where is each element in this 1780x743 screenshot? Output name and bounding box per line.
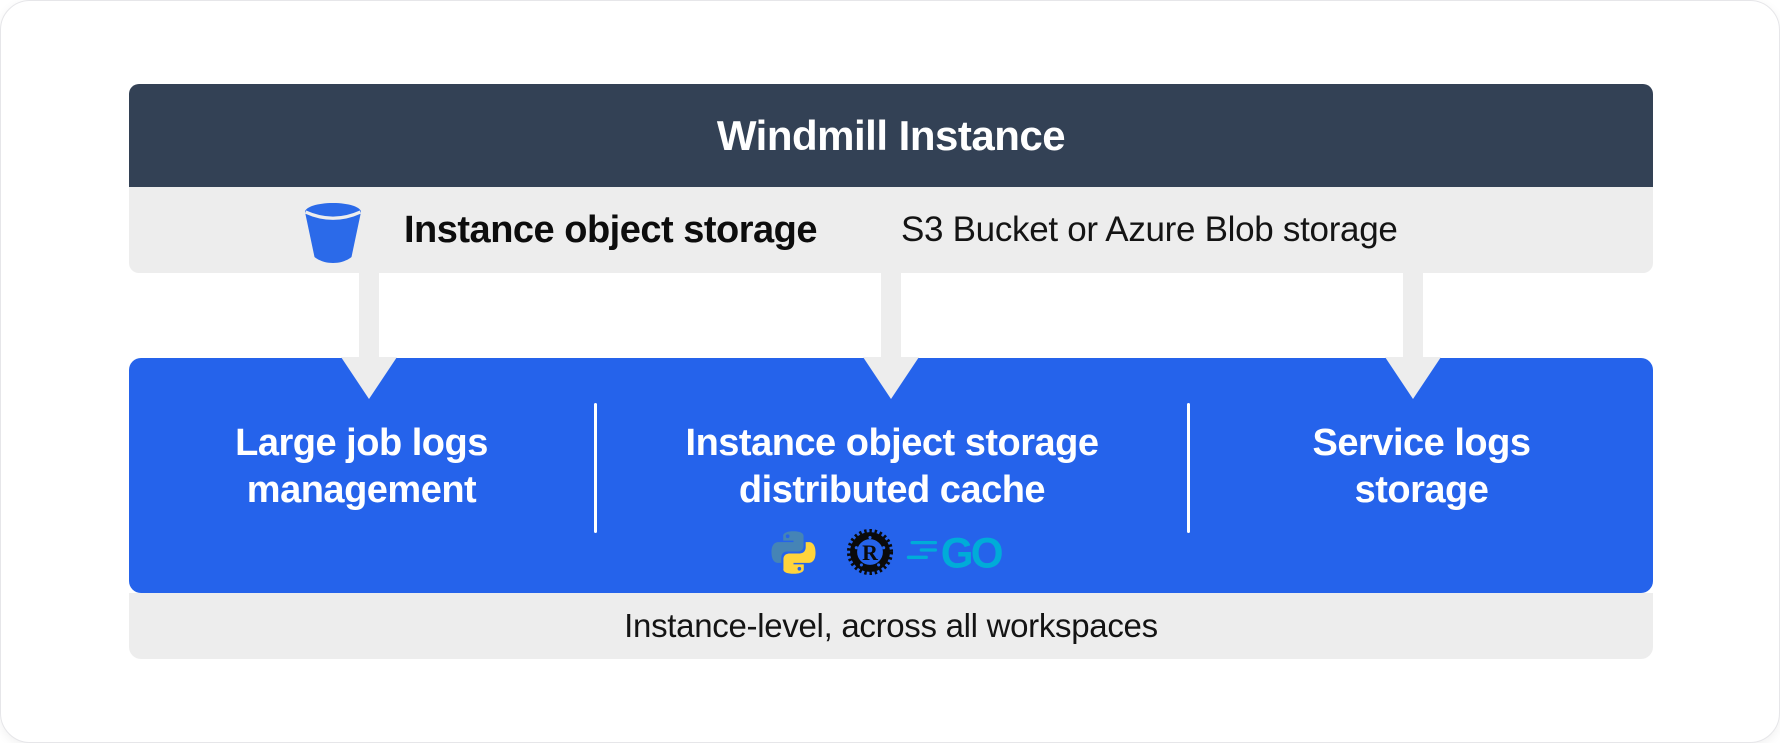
cell-line: Service logs bbox=[1312, 422, 1531, 464]
s3-azure-description: S3 Bucket or Azure Blob storage bbox=[901, 210, 1398, 249]
svg-text:R: R bbox=[862, 541, 878, 565]
instance-object-storage-label: Instance object storage bbox=[404, 208, 817, 251]
windmill-instance-header: Windmill Instance bbox=[129, 84, 1653, 187]
cell-divider bbox=[594, 403, 597, 533]
arrow-stem-right bbox=[1403, 273, 1423, 363]
cell-distributed-cache: Instance object storage distributed cach… bbox=[597, 358, 1187, 593]
diagram-title: Windmill Instance bbox=[716, 111, 1066, 159]
arrow-stem-left bbox=[359, 273, 379, 363]
cell-line: Instance object storage bbox=[685, 422, 1099, 464]
cell-large-job-logs: Large job logs management bbox=[129, 358, 594, 593]
language-icons-row: R GO bbox=[597, 527, 1187, 582]
cell-line: distributed cache bbox=[738, 469, 1046, 511]
instance-level-bar: Instance-level, across all workspaces bbox=[129, 593, 1653, 659]
svg-text:GO: GO bbox=[940, 530, 1002, 575]
arrow-stem-middle bbox=[881, 273, 901, 363]
bucket-icon bbox=[301, 201, 365, 265]
cell-line: Large job logs bbox=[235, 422, 488, 464]
cell-divider bbox=[1187, 403, 1190, 533]
cell-service-logs: Service logs storage bbox=[1190, 358, 1653, 593]
cell-line: management bbox=[246, 469, 477, 511]
go-icon: GO bbox=[905, 529, 1015, 580]
rust-icon: R bbox=[845, 527, 895, 582]
cell-line: storage bbox=[1354, 469, 1489, 511]
python-icon bbox=[770, 529, 817, 581]
instance-object-storage-bar: Instance object storage S3 Bucket or Azu… bbox=[129, 187, 1653, 273]
instance-level-text: Instance-level, across all workspaces bbox=[624, 607, 1158, 644]
